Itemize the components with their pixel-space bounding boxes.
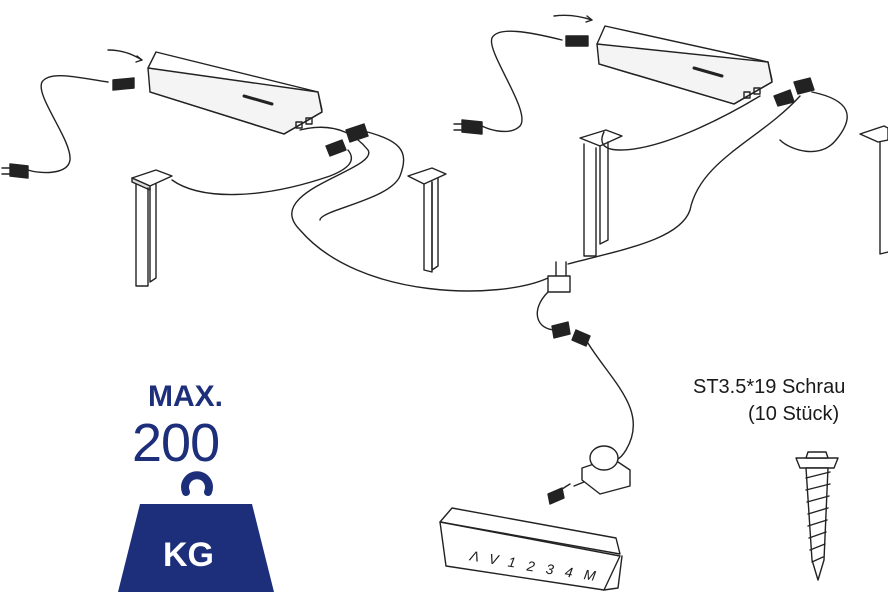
right-control-box bbox=[596, 25, 773, 105]
max-label: MAX. bbox=[148, 380, 223, 413]
left-control-box bbox=[147, 51, 323, 135]
keypad-handset bbox=[439, 507, 623, 591]
screw-illustration bbox=[795, 451, 839, 581]
sensor-module bbox=[551, 445, 631, 495]
left-leg-2 bbox=[407, 167, 447, 273]
screw-name-label: ST3.5*19 Schrau bbox=[693, 376, 846, 398]
keypad-key: M bbox=[582, 566, 597, 585]
weight-value: 200 bbox=[132, 413, 220, 473]
right-leg-2 bbox=[859, 125, 888, 255]
cables bbox=[171, 91, 848, 463]
left-power-cord bbox=[1, 49, 143, 179]
weight-badge bbox=[118, 471, 274, 592]
right-leg-1 bbox=[579, 129, 623, 257]
weight-unit: KG bbox=[163, 536, 214, 574]
right-power-cord bbox=[453, 14, 593, 135]
screw-quantity-label: (10 Stück) bbox=[748, 403, 840, 425]
cable-connectors bbox=[325, 77, 815, 505]
left-leg-1 bbox=[131, 169, 173, 287]
